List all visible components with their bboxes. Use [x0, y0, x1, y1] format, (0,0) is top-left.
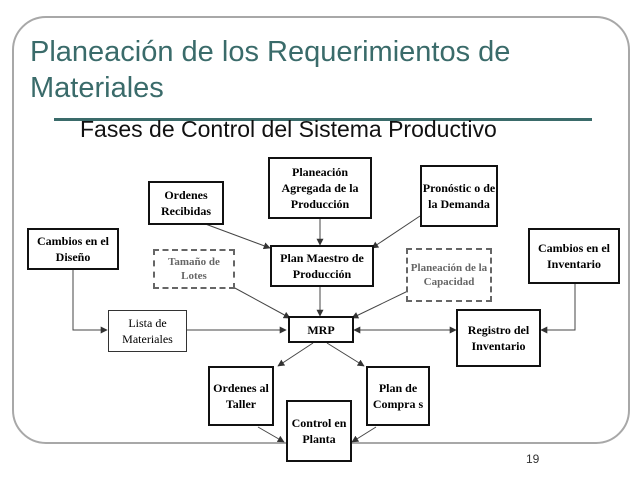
- node-tamano-lotes: Tamaño de Lotes: [153, 249, 235, 289]
- arrow-diseno-to-lista: [72, 270, 108, 334]
- arrow-mrp-to-ordenes-taller: [277, 342, 314, 367]
- arrow-tamano-to-mrp: [232, 286, 291, 319]
- node-control-planta: Control en Planta: [286, 400, 352, 462]
- node-ordenes-taller: Ordenes al Taller: [208, 366, 274, 426]
- node-lista-materiales: Lista de Materiales: [108, 310, 187, 352]
- arrow-ordenes-taller-to-control: [257, 426, 285, 443]
- node-plan-compras: Plan de Compra s: [366, 366, 430, 426]
- arrow-ordenes-to-plan-maestro: [199, 221, 271, 250]
- node-cambios-diseno: Cambios en el Diseño: [27, 228, 119, 270]
- arrow-pronostico-to-plan-maestro: [371, 215, 421, 249]
- page-number: 19: [526, 452, 540, 466]
- node-planeacion-agregada: Planeación Agregada de la Producción: [268, 157, 372, 219]
- slide-subtitle: Fases de Control del Sistema Productivo: [80, 116, 497, 142]
- node-mrp: MRP: [288, 316, 354, 343]
- arrow-plan-compras-to-control: [351, 426, 377, 443]
- node-plan-maestro: Plan Maestro de Producción: [270, 245, 374, 287]
- node-pronostico-demanda: Pronóstic o de la Demanda: [420, 165, 498, 227]
- node-cambios-inventario: Cambios en el Inventario: [528, 228, 620, 284]
- node-planeacion-capacidad: Planeación de la Capacidad: [406, 248, 492, 302]
- arrow-mrp-to-plan-compras: [326, 342, 365, 367]
- slide-title: Planeación de los Requerimientos de Mate…: [30, 36, 511, 104]
- node-ordenes-recibidas: Ordenes Recibidas: [148, 181, 224, 225]
- title-underline: [54, 118, 592, 121]
- node-registro-inventario: Registro del Inventario: [456, 309, 541, 367]
- arrow-capacidad-to-mrp: [351, 289, 411, 319]
- arrow-inventario-to-registro: [540, 282, 576, 334]
